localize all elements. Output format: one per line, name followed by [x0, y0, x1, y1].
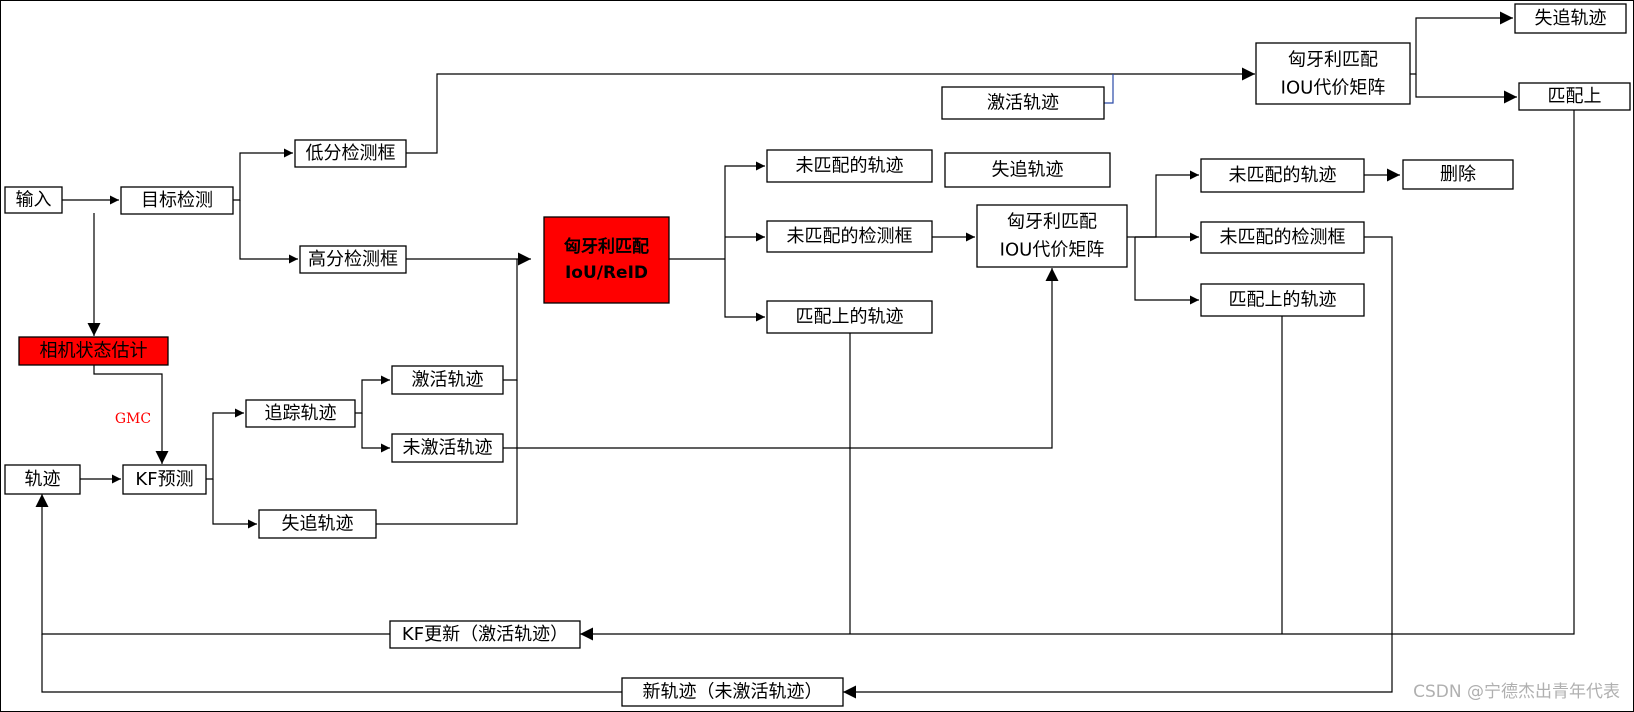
node-tracking-tracks: 追踪轨迹: [245, 399, 356, 428]
node-matched-top-label: 匹配上: [1548, 86, 1602, 107]
edge-low-to-hungarian-top: [406, 67, 1255, 154]
node-matched-tracks-right: 匹配上的轨迹: [1200, 283, 1365, 317]
node-new-tracks-label: 新轨迹（未激活轨迹）: [643, 682, 823, 703]
edge-unactivated-to-hungarian-mid: [503, 268, 1059, 449]
node-kf-predict-label: KF预测: [135, 469, 193, 490]
node-unactivated-tracks: 未激活轨迹: [391, 433, 504, 463]
node-kf-predict: KF预测: [122, 464, 207, 495]
edge-hungarian-top-to-matched-top: [1415, 74, 1517, 104]
node-input: 输入: [4, 186, 63, 214]
node-hungarian-mid-label-2: IOU代价矩阵: [1000, 240, 1105, 261]
node-high-score-boxes: 高分检测框: [299, 245, 407, 274]
edge-unmatched-dets-r-to-new-tracks: [843, 236, 1393, 699]
edge-label-gmc: GMC: [115, 411, 151, 427]
node-low-score-label: 低分检测框: [306, 143, 396, 164]
edge-lost-left-to-hungarian-main: [376, 380, 518, 525]
node-lost-tracks-mid: 失追轨迹: [944, 152, 1111, 188]
node-input-label: 输入: [16, 190, 52, 211]
node-camera-state: 相机状态估计: [18, 336, 169, 366]
edge-hungarian-top-to-lost-top: [1410, 11, 1513, 75]
node-tracks-label: 轨迹: [25, 469, 61, 490]
node-kf-update-label: KF更新（激活轨迹）: [402, 624, 568, 645]
node-activated-top-label: 激活轨迹: [987, 93, 1059, 114]
edge-hungarian-main-to-unmatched-tracks: [724, 161, 765, 259]
node-unmatched-tracks-r-label: 未匹配的轨迹: [1229, 165, 1337, 186]
node-hungarian-main-label-2: IoU/ReID: [565, 263, 648, 283]
node-camera-state-label: 相机状态估计: [40, 341, 148, 362]
node-low-score-boxes: 低分检测框: [294, 139, 407, 168]
node-hungarian-top: 匈牙利匹配 IOU代价矩阵: [1255, 42, 1411, 105]
node-hungarian-top-label-2: IOU代价矩阵: [1281, 78, 1386, 99]
node-high-score-label: 高分检测框: [308, 249, 398, 270]
node-matched-top: 匹配上: [1518, 82, 1631, 111]
node-lost-mid-label: 失追轨迹: [992, 160, 1064, 181]
node-tracking-tracks-label: 追踪轨迹: [265, 403, 337, 424]
edge-hungarian-mid-to-unmatched-tracks-r: [1135, 170, 1199, 238]
node-unmatched-dets: 未匹配的检测框: [766, 220, 933, 253]
edge-hungarian-main-to-matched-tracks: [724, 259, 765, 322]
node-hungarian-mid-label-1: 匈牙利匹配: [1007, 212, 1097, 233]
edge-tracking-to-unactivated: [361, 413, 390, 453]
node-matched-tracks: 匹配上的轨迹: [766, 300, 933, 334]
edge-tracking-to-activated: [355, 375, 390, 414]
node-tracks: 轨迹: [4, 464, 81, 495]
edge-activated-top-to-hungarian-top: [1104, 74, 1114, 104]
edge-kf-to-tracking: [206, 408, 244, 480]
node-lost-left-label: 失追轨迹: [282, 514, 354, 535]
node-activated-tracks-top: 激活轨迹: [941, 86, 1105, 120]
node-kf-update: KF更新（激活轨迹）: [389, 620, 581, 649]
node-unmatched-tracks: 未匹配的轨迹: [766, 149, 933, 183]
node-hungarian-main: 匈牙利匹配 IoU/ReID: [543, 216, 670, 304]
node-delete-label: 删除: [1440, 164, 1476, 185]
edge-new-tracks-to-tracks: [41, 634, 622, 693]
edge-detect-to-low: [233, 148, 293, 201]
node-activated-tracks: 激活轨迹: [391, 365, 504, 395]
node-unactivated-label: 未激活轨迹: [403, 438, 493, 459]
node-target-detect-label: 目标检测: [141, 190, 213, 211]
node-target-detect: 目标检测: [120, 186, 234, 215]
edge-camera-to-kf-predict: [93, 365, 169, 464]
node-hungarian-top-label-1: 匈牙利匹配: [1288, 50, 1378, 71]
edges: [35, 11, 1575, 699]
node-unmatched-dets-label: 未匹配的检测框: [787, 226, 913, 247]
node-hungarian-main-label-1: 匈牙利匹配: [563, 236, 649, 257]
node-unmatched-dets-right: 未匹配的检测框: [1200, 221, 1365, 254]
edge-kf-to-lost-left: [212, 479, 257, 529]
edge-hungarian-mid-to-matched-tracks-r: [1134, 237, 1199, 305]
node-delete: 删除: [1402, 159, 1514, 190]
node-activated-label: 激活轨迹: [412, 370, 484, 391]
node-hungarian-mid: 匈牙利匹配 IOU代价矩阵: [976, 204, 1128, 268]
watermark: CSDN @宁德杰出青年代表: [1413, 682, 1620, 702]
node-unmatched-tracks-right: 未匹配的轨迹: [1200, 158, 1365, 193]
node-matched-tracks-r-label: 匹配上的轨迹: [1229, 290, 1337, 311]
node-unmatched-tracks-label: 未匹配的轨迹: [796, 156, 904, 177]
node-matched-tracks-label: 匹配上的轨迹: [796, 307, 904, 328]
edge-matched-top-to-kf-update: [580, 110, 1575, 641]
node-new-tracks: 新轨迹（未激活轨迹）: [621, 677, 844, 707]
node-unmatched-dets-r-label: 未匹配的检测框: [1220, 227, 1346, 248]
node-lost-tracks-top: 失追轨迹: [1514, 3, 1627, 34]
node-lost-top-label: 失追轨迹: [1535, 8, 1607, 29]
edge-activated-to-hungarian-main: [503, 259, 518, 381]
node-lost-tracks-left: 失追轨迹: [258, 509, 377, 539]
edge-detect-to-high: [239, 200, 298, 264]
